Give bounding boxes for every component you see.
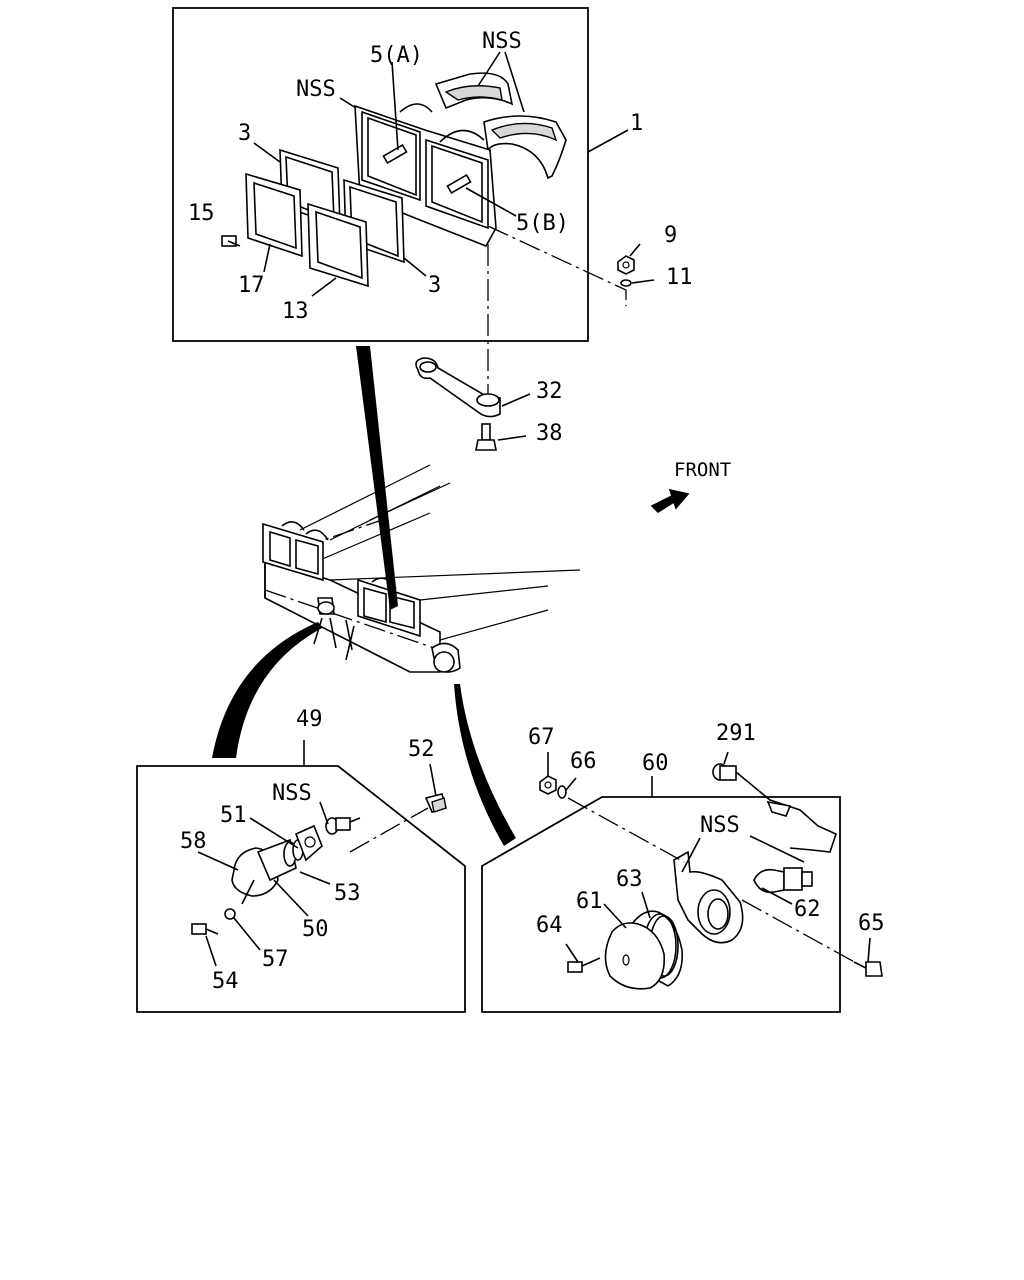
top-detail-frame: [172, 7, 589, 342]
label-part-17: 17: [238, 273, 265, 298]
washer-57: [224, 908, 236, 920]
label-part-38: 38: [536, 421, 563, 446]
label-part-51: 51: [220, 803, 247, 828]
label-part-60: 60: [642, 751, 669, 776]
clip-52: [424, 793, 447, 813]
washer-11: [620, 279, 632, 287]
wire-harness: [735, 771, 837, 853]
label-part-66: 66: [570, 749, 597, 774]
bolt-65: [853, 961, 883, 977]
front-arrow-icon: [650, 488, 690, 514]
label-part-15: 15: [188, 201, 215, 226]
label-part-32: 32: [536, 379, 563, 404]
bulb-62: [753, 867, 813, 894]
label-part-9: 9: [664, 223, 677, 248]
label-part-13: 13: [282, 299, 309, 324]
label-part-67: 67: [528, 725, 555, 750]
label-part-291: 291: [716, 721, 756, 746]
washer-66: [557, 785, 567, 799]
callout-arrow-right: [454, 684, 516, 846]
label-part-58: 58: [180, 829, 207, 854]
label-part-49: 49: [296, 707, 323, 732]
label-part-62: 62: [794, 897, 821, 922]
nss-cover-upper: [434, 72, 514, 110]
nut-9: [617, 255, 635, 275]
screw-64: [567, 957, 601, 973]
label-part-65: 65: [858, 911, 885, 936]
label-part-5a: 5(A): [370, 43, 423, 68]
nss-connector: [325, 817, 361, 835]
label-part-3b: 3: [428, 273, 441, 298]
label-part-1: 1: [630, 111, 643, 136]
nut-67: [539, 775, 557, 795]
label-part-5b: 5(B): [516, 211, 569, 236]
label-nss-right: NSS: [700, 813, 740, 838]
lens-61: [604, 922, 666, 990]
label-front: FRONT: [674, 459, 731, 481]
label-part-64: 64: [536, 913, 563, 938]
grommet-291: [712, 751, 737, 781]
right-detail-frame: [481, 796, 841, 1013]
socket-50: [256, 838, 297, 882]
nss-cover-lower: [483, 115, 567, 180]
lens-frame-17: [245, 172, 303, 258]
screw-15: [221, 235, 241, 247]
bracket-32: [415, 357, 501, 418]
label-part-52: 52: [408, 737, 435, 762]
label-part-63: 63: [616, 867, 643, 892]
bolt-38: [475, 423, 497, 451]
vehicle-rear-frame: [262, 464, 581, 673]
bracket-60: [673, 850, 744, 944]
label-part-50: 50: [302, 917, 329, 942]
lens-frame-13: [307, 202, 369, 288]
label-part-53: 53: [334, 881, 361, 906]
label-nss-mid: NSS: [296, 77, 336, 102]
label-part-57: 57: [262, 947, 289, 972]
label-nss-left: NSS: [272, 781, 312, 806]
callout-arrow-top: [356, 346, 398, 610]
callout-arrow-left: [212, 622, 322, 758]
lamp-housing-assembly: [354, 103, 497, 248]
screw-54: [191, 923, 219, 935]
label-part-54: 54: [212, 969, 239, 994]
label-part-61: 61: [576, 889, 603, 914]
label-part-3a: 3: [238, 121, 251, 146]
holder-51: [294, 824, 323, 862]
label-nss-top: NSS: [482, 29, 522, 54]
label-part-11: 11: [666, 265, 693, 290]
